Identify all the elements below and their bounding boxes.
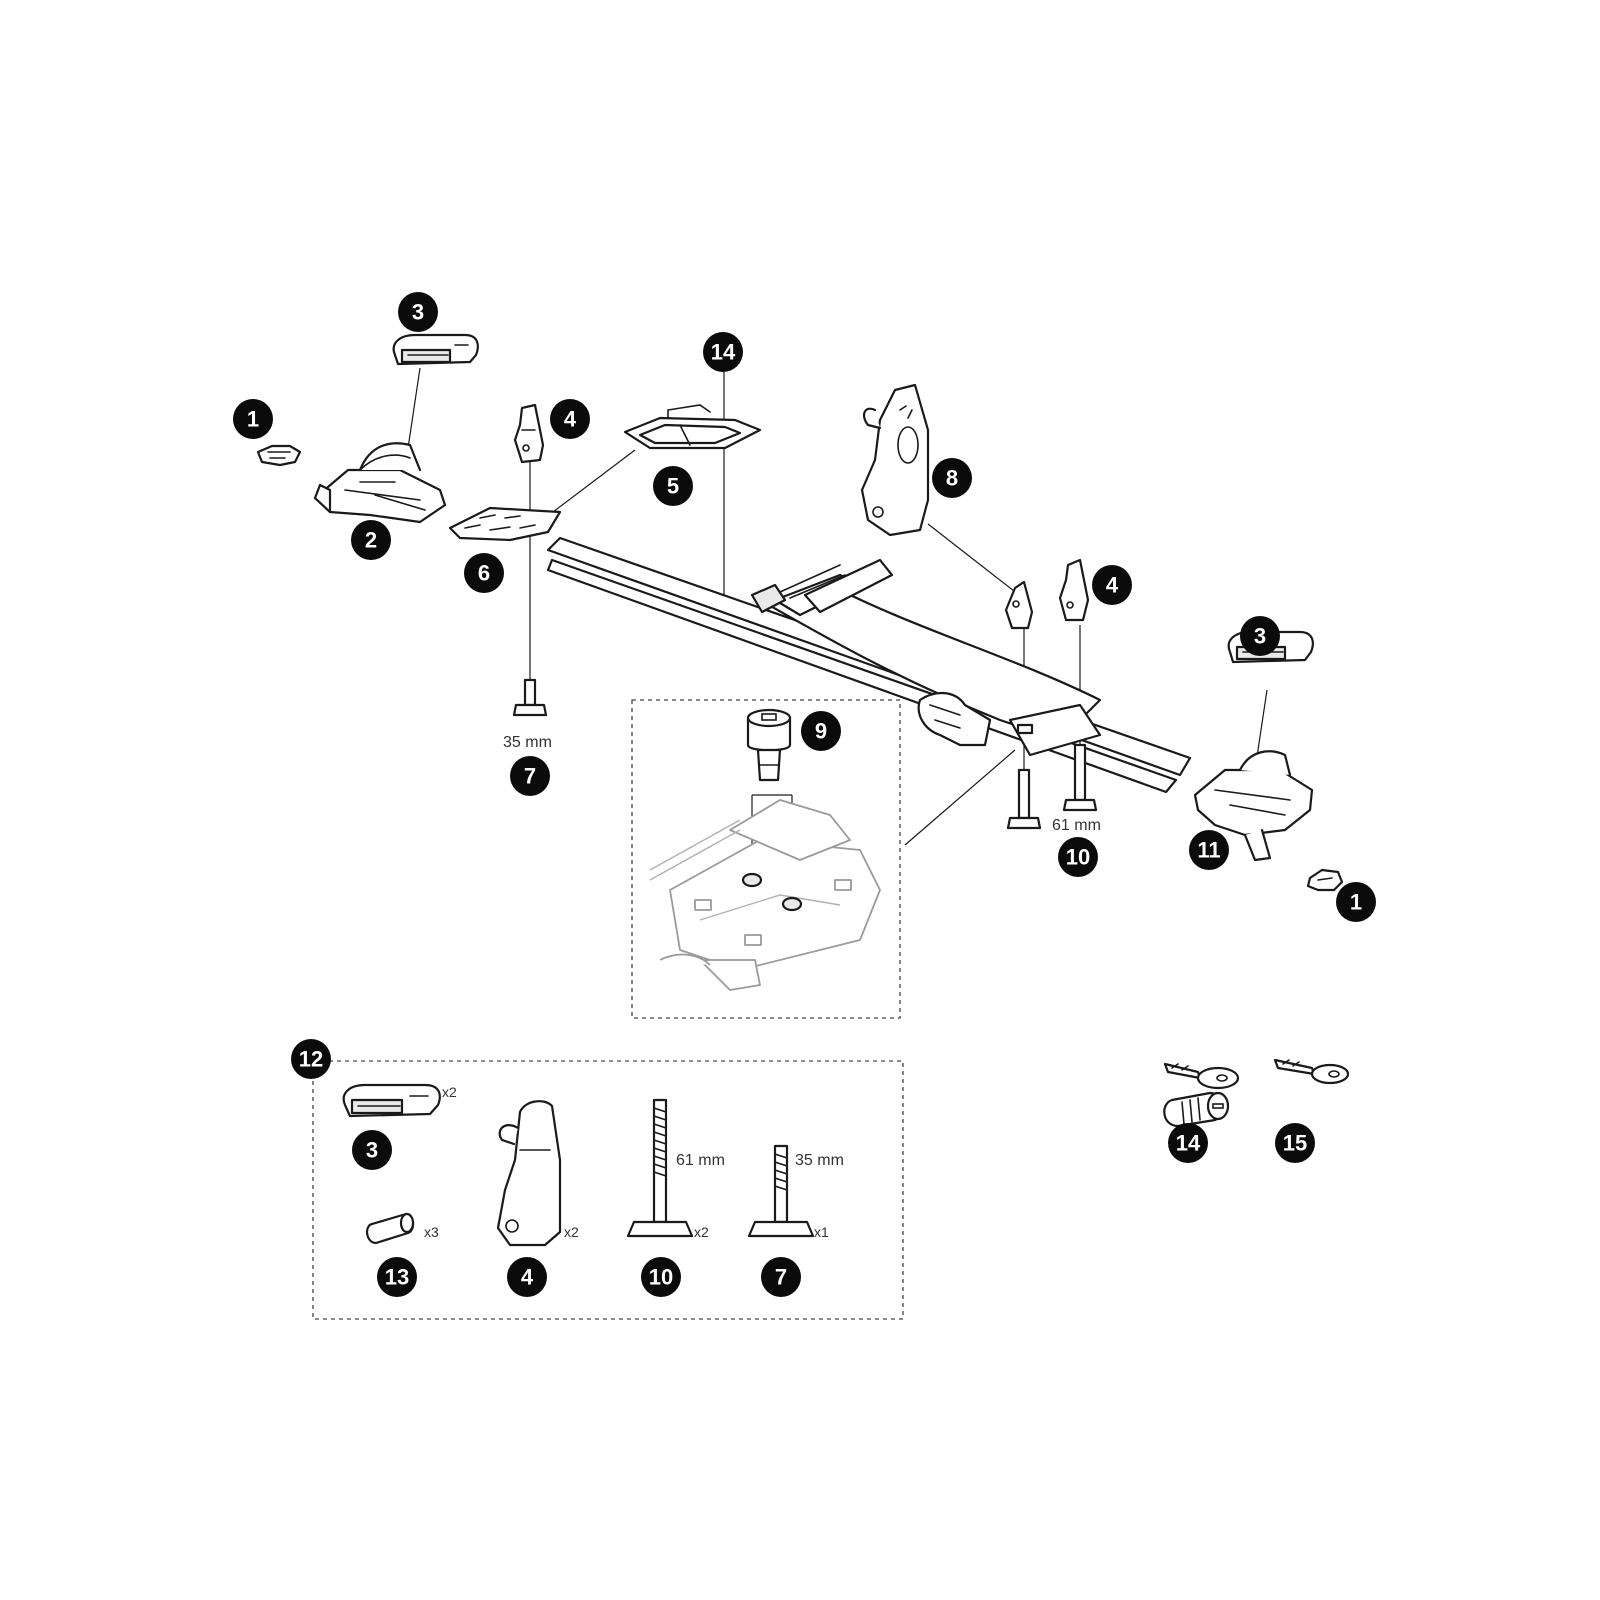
callout-1-left: 1 [233,399,273,439]
callout-3-right: 3 [1240,616,1280,656]
callout-4-left: 4 [550,399,590,439]
callout-12: 12 [291,1039,331,1079]
end-cap-left [256,444,302,467]
svg-text:4: 4 [1106,573,1119,598]
callout-14-top: 14 [703,332,743,372]
spacer-quantity: x3 [424,1224,439,1240]
short-bolt-main [512,678,548,717]
clamp-quantity: x2 [564,1224,579,1240]
callout-2: 2 [351,520,391,560]
rear-clamp-housing [1193,750,1314,862]
main-frame-rail [546,536,1192,794]
svg-text:2: 2 [365,528,377,553]
strap-quantity: x2 [442,1084,457,1100]
kit-bolt-short-dimension: 35 mm [795,1152,844,1169]
kit-jaw [496,1100,562,1247]
svg-text:4: 4 [564,407,577,432]
end-cap-right [1306,868,1344,892]
short-bolt-quantity: x1 [814,1224,829,1240]
callout-6: 6 [464,553,504,593]
svg-text:10: 10 [1066,845,1090,870]
svg-text:1: 1 [247,407,259,432]
svg-text:3: 3 [1254,624,1266,649]
bolt-long-dimension: 61 mm [1052,817,1101,834]
callout-7-main: 7 [510,756,550,796]
callout-4-kit: 4 [507,1257,547,1297]
wheel-holder-assembly [917,692,1102,757]
kit-spacer [366,1212,415,1245]
front-clamp-housing [313,442,447,524]
svg-text:14: 14 [711,340,736,365]
svg-text:10: 10 [649,1265,673,1290]
kit-bolt-long-dimension: 61 mm [676,1152,725,1169]
lock-cylinder [1163,1091,1230,1128]
jaw-mid [1004,580,1034,630]
strap-top-left [392,333,479,366]
svg-text:6: 6 [478,561,490,586]
kit-long-bolt [626,1098,694,1238]
long-bolt-quantity: x2 [694,1224,709,1240]
jaw-right [1058,558,1090,622]
svg-text:3: 3 [366,1138,378,1163]
kit-short-bolt [747,1144,815,1238]
svg-text:14: 14 [1176,1131,1201,1156]
long-bolts-main [1006,743,1098,830]
quantity-labels: x2 x3 x2 x2 x1 [424,1084,829,1240]
jaw-left [513,403,545,464]
callout-3-top: 3 [398,292,438,332]
callout-15: 15 [1275,1123,1315,1163]
accessory-kit-box [312,1060,904,1320]
callout-13: 13 [377,1257,417,1297]
svg-text:13: 13 [385,1265,409,1290]
callout-14-keys: 14 [1168,1123,1208,1163]
svg-text:5: 5 [667,474,679,499]
lock-and-keys [1163,1058,1350,1128]
svg-text:9: 9 [815,719,827,744]
svg-text:4: 4 [521,1265,534,1290]
svg-text:1: 1 [1350,890,1362,915]
bolt-short-dimension: 35 mm [503,734,552,751]
callout-5: 5 [653,466,693,506]
callout-3-kit: 3 [352,1130,392,1170]
svg-text:12: 12 [299,1047,323,1072]
svg-text:15: 15 [1283,1131,1307,1156]
callout-8: 8 [932,458,972,498]
callout-9: 9 [801,711,841,751]
svg-text:3: 3 [412,300,424,325]
callout-10-kit: 10 [641,1257,681,1297]
callout-7-kit: 7 [761,1257,801,1297]
spare-key [1273,1058,1350,1085]
svg-text:11: 11 [1197,838,1220,863]
callout-1-right: 1 [1336,882,1376,922]
svg-text:7: 7 [775,1265,787,1290]
kit-strap [342,1083,441,1118]
svg-text:7: 7 [524,764,536,789]
adapter-frame [623,404,762,450]
wheel-clamp-jaw [860,383,930,537]
lock-key-a [1163,1062,1240,1090]
svg-text:8: 8 [946,466,958,491]
callout-10-main: 10 [1058,837,1098,877]
dimension-labels: 35 mm 61 mm 61 mm 35 mm [503,734,1101,1169]
base-plate [448,506,562,542]
detail-inset [631,699,901,1019]
callout-4-mid: 4 [1092,565,1132,605]
callout-11: 11 [1189,830,1229,870]
callout-badges: 1 3 2 4 6 5 14 8 4 3 7 9 10 11 1 12 3 13… [233,292,1376,1297]
